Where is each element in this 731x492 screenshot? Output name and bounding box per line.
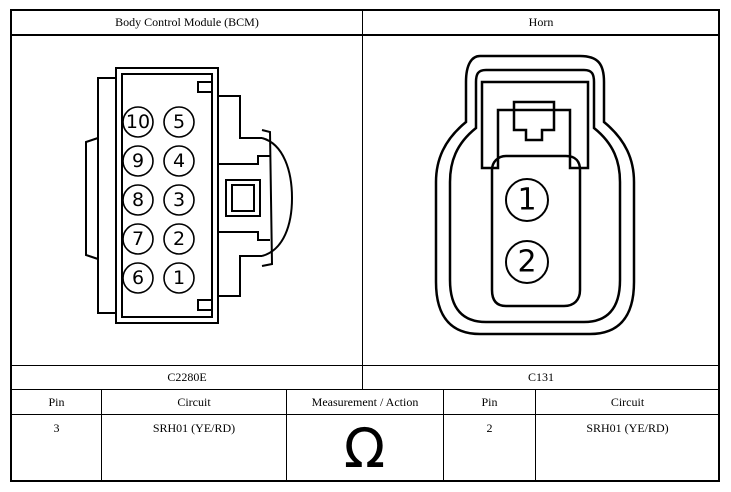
column-header-pin: Pin bbox=[481, 394, 498, 409]
divider-diagram-center bbox=[362, 10, 363, 390]
bcm-housing-inner bbox=[121, 73, 213, 318]
left-pin-value: 3 bbox=[53, 421, 60, 435]
bcm-pin-circle bbox=[163, 184, 195, 216]
horn-pin-circle bbox=[505, 240, 549, 284]
divider-column-header-row bbox=[10, 414, 720, 415]
bcm-pin-label: 3 bbox=[173, 189, 185, 211]
bcm-housing-outline bbox=[115, 67, 219, 324]
bcm-pin-label: 8 bbox=[132, 189, 144, 211]
column-header-measurement: Measurement / Action bbox=[311, 394, 419, 409]
horn-connector-id: C131 bbox=[527, 370, 554, 384]
bcm-latch-body bbox=[261, 137, 294, 257]
bcm-pin-label: 2 bbox=[173, 228, 185, 250]
bcm-pin-circle bbox=[122, 223, 154, 255]
bcm-connector-diagram bbox=[85, 67, 294, 324]
horn-connector-diagram bbox=[434, 54, 636, 336]
bcm-connector-id: C2280E bbox=[167, 370, 207, 384]
horn-latch-frame bbox=[480, 80, 590, 170]
bcm-pin-circle bbox=[163, 145, 195, 177]
bcm-housing-left-lip bbox=[85, 137, 99, 260]
bcm-pin-circle bbox=[163, 223, 195, 255]
right-circuit-value: SRH01 (YE/RD) bbox=[586, 421, 669, 435]
divider-connector-id-row bbox=[10, 389, 720, 390]
divider-col-3 bbox=[443, 389, 444, 482]
bcm-latch-window-inner bbox=[231, 184, 255, 212]
bcm-pin-circle bbox=[163, 106, 195, 138]
column-header-circuit: Circuit bbox=[177, 394, 211, 409]
bcm-pin-circle bbox=[163, 262, 195, 294]
bcm-pin-label: 6 bbox=[132, 267, 144, 289]
bcm-pin-label: 5 bbox=[173, 111, 185, 133]
bcm-pin-grid: 10 5 9 4 8 3 7 2 6 1 bbox=[122, 106, 195, 294]
horn-terminal-cavity bbox=[490, 154, 582, 308]
bcm-pin-label: 9 bbox=[132, 150, 144, 172]
horn-pin-label: 2 bbox=[517, 245, 536, 280]
divider-diagram-bottom bbox=[10, 365, 720, 366]
right-pin-value: 2 bbox=[486, 421, 493, 435]
horn-latch-tab bbox=[512, 100, 556, 142]
bcm-housing-left-shroud bbox=[97, 77, 116, 314]
bcm-pin-label: 4 bbox=[173, 150, 185, 172]
horn-outer-housing bbox=[434, 54, 636, 336]
column-header-circuit: Circuit bbox=[610, 394, 645, 409]
bcm-pin-label: 1 bbox=[173, 267, 185, 289]
horn-inner-housing bbox=[448, 68, 622, 324]
divider-col-2 bbox=[286, 389, 287, 482]
left-circuit-value: SRH01 (YE/RD) bbox=[152, 421, 236, 435]
bcm-latch-lower bbox=[218, 255, 262, 297]
bcm-title: Body Control Module (BCM) bbox=[115, 15, 259, 29]
bcm-latch-window bbox=[225, 179, 261, 217]
bcm-pin-label: 10 bbox=[126, 111, 150, 133]
table-frame bbox=[10, 9, 720, 482]
horn-pin-label: 1 bbox=[517, 183, 536, 218]
bcm-pin-circle bbox=[122, 145, 154, 177]
bcm-latch-guide-top bbox=[218, 155, 270, 165]
divider-title-row bbox=[10, 34, 720, 36]
bcm-latch-upper bbox=[218, 95, 262, 139]
bcm-latch-ridge bbox=[261, 129, 274, 267]
bcm-top-tab bbox=[197, 81, 213, 93]
horn-pin-group: 1 2 bbox=[505, 178, 549, 284]
bcm-latch-guide-bottom bbox=[218, 231, 270, 241]
column-header-pin: Pin bbox=[48, 394, 65, 409]
divider-col-1 bbox=[101, 389, 102, 482]
bcm-pin-circle bbox=[122, 106, 154, 138]
bcm-bottom-tab bbox=[197, 299, 213, 311]
bcm-pin-label: 7 bbox=[132, 228, 144, 250]
horn-pin-circle bbox=[505, 178, 549, 222]
bcm-pin-circle bbox=[122, 184, 154, 216]
horn-title: Horn bbox=[528, 15, 554, 29]
ohm-symbol: Ω bbox=[343, 417, 386, 480]
divider-col-4 bbox=[535, 389, 536, 482]
bcm-pin-circle bbox=[122, 262, 154, 294]
